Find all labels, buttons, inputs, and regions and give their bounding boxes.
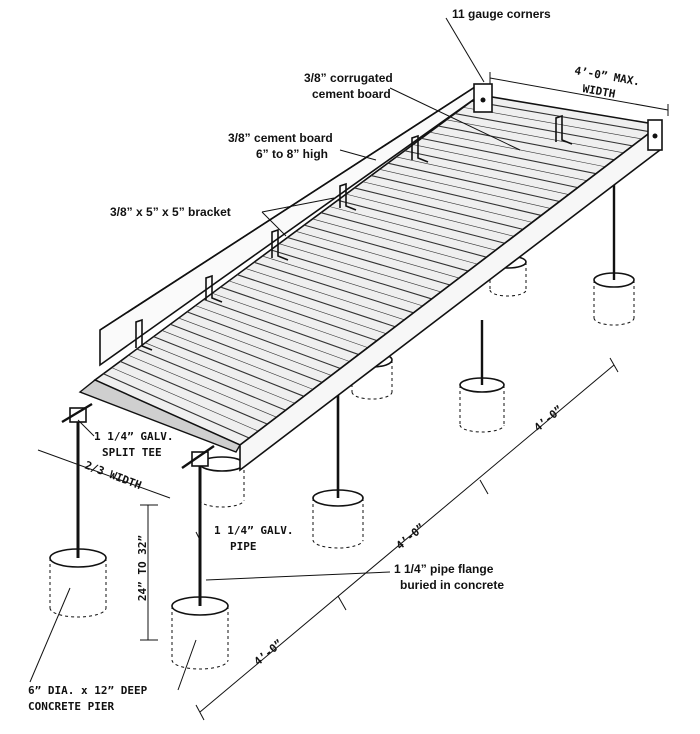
brackets <box>135 114 573 351</box>
bracket-5 <box>411 134 429 163</box>
corrugation-line <box>287 236 451 286</box>
corrugation-line <box>119 360 268 425</box>
label-pier-2: CONCRETE PIER <box>28 700 114 713</box>
label-cement-board-2: 6” to 8” high <box>256 147 328 161</box>
label-spacing-front: 4’-0” <box>252 637 286 668</box>
corrugation-line <box>186 311 341 369</box>
bracket-1 <box>135 318 153 351</box>
label-corrugated-2: cement board <box>312 87 391 101</box>
gauge-corners <box>473 83 663 151</box>
corrugation-line <box>371 175 542 216</box>
corrugation-line <box>320 212 487 258</box>
corrugation-line <box>446 119 624 154</box>
corrugation-line <box>262 255 423 307</box>
corrugation-line <box>212 292 368 348</box>
corrugation-line <box>279 243 441 293</box>
label-pipe: 1 1/4” GALV. <box>214 524 293 537</box>
corrugation-line <box>362 181 533 223</box>
label-two-thirds-width: 2/3 WIDTH <box>83 459 143 492</box>
corrugation-line <box>170 323 323 383</box>
corrugation-line <box>220 286 378 342</box>
label-corners: 11 gauge corners <box>452 7 551 21</box>
corrugation-line <box>312 218 478 265</box>
corrugation-line <box>404 150 578 189</box>
pier-mid-2 <box>312 489 364 549</box>
label-split-tee: 1 1/4” GALV. <box>94 430 173 443</box>
label-cement-board: 3/8” cement board <box>228 131 333 145</box>
pier-mid-3 <box>459 377 505 433</box>
pier-front-right <box>171 596 229 670</box>
corrugation-line <box>463 107 642 140</box>
label-pier: 6” DIA. x 12” DEEP <box>28 684 148 697</box>
label-spacing-middle: 4’-0” <box>394 521 428 552</box>
corrugation-line <box>379 169 551 209</box>
bracket-4 <box>339 182 357 211</box>
corrugation-line <box>295 231 460 279</box>
corrugation-line <box>304 224 469 272</box>
bracket-3 <box>271 228 289 261</box>
corrugation-line <box>329 206 496 251</box>
pier-back-right <box>593 272 635 326</box>
corrugation-line <box>454 113 633 147</box>
corrugation-line <box>203 298 359 356</box>
corrugation-line <box>111 367 259 432</box>
corrugation-line <box>237 274 396 328</box>
pier-front-left <box>49 548 107 618</box>
leader-lines <box>29 17 521 691</box>
corrugation-line <box>153 336 305 397</box>
label-height-range: 24” TO 32” <box>136 535 149 601</box>
bracket-6 <box>555 114 573 145</box>
corrugation-line <box>161 330 314 390</box>
corrugation-line <box>354 187 524 230</box>
corrugation-line <box>429 131 606 168</box>
corrugation-line <box>128 354 277 418</box>
corrugation-line <box>178 317 332 376</box>
corrugated-deck <box>78 94 662 472</box>
split-tees <box>61 402 215 469</box>
label-split-tee-2: SPLIT TEE <box>102 446 162 459</box>
corrugation-line <box>438 125 615 161</box>
corrugation-line <box>145 342 295 404</box>
label-flange-2: buried in concrete <box>400 578 504 592</box>
corrugation-line <box>387 162 560 203</box>
corrugation-line <box>195 305 350 362</box>
label-flange: 1 1/4” pipe flange <box>394 562 494 576</box>
label-spacing-rear: 4’-0” <box>532 403 566 434</box>
corrugation-line <box>412 144 588 181</box>
corrugation-line <box>270 249 432 300</box>
dimension-lines <box>37 72 669 721</box>
corrugation-line <box>346 193 514 237</box>
corrugation-line <box>396 156 569 195</box>
corrugation-line <box>253 261 414 314</box>
label-corrugated: 3/8” corrugated <box>304 71 393 85</box>
label-pipe-2: PIPE <box>230 540 257 553</box>
corrugation-line <box>136 348 286 411</box>
label-bracket: 3/8” x 5” x 5” bracket <box>110 205 231 219</box>
corrugation-line <box>421 137 597 175</box>
corrugation-line <box>337 199 505 244</box>
label-max-width-2: WIDTH <box>581 82 616 101</box>
corrugation-line <box>103 373 250 439</box>
corrugation-line <box>245 268 405 321</box>
corrugation-line <box>228 280 387 334</box>
bracket-2 <box>205 274 223 303</box>
